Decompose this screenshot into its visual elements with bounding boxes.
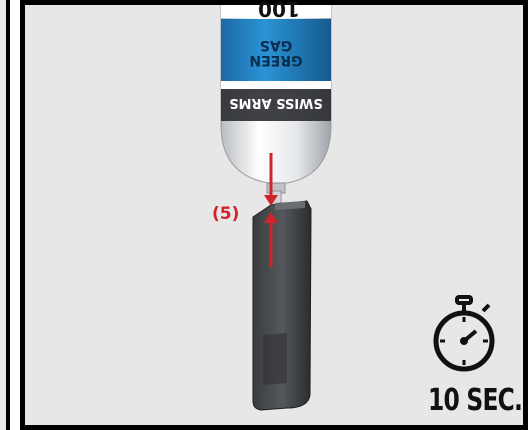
timer-duration: 10 SEC. (428, 383, 522, 418)
stopwatch-icon (431, 295, 497, 373)
left-panel-edge (0, 0, 10, 430)
can-top-text: 100 (237, 0, 321, 21)
magazine (253, 201, 311, 410)
can-brand-label: SWISS ARMS (225, 95, 327, 110)
can-gas-label: GREEN GAS (235, 37, 317, 67)
instruction-panel: 100 GREEN GAS SWISS ARMS (5) 10 SEC. (20, 0, 528, 430)
step-number: (5) (212, 204, 239, 224)
